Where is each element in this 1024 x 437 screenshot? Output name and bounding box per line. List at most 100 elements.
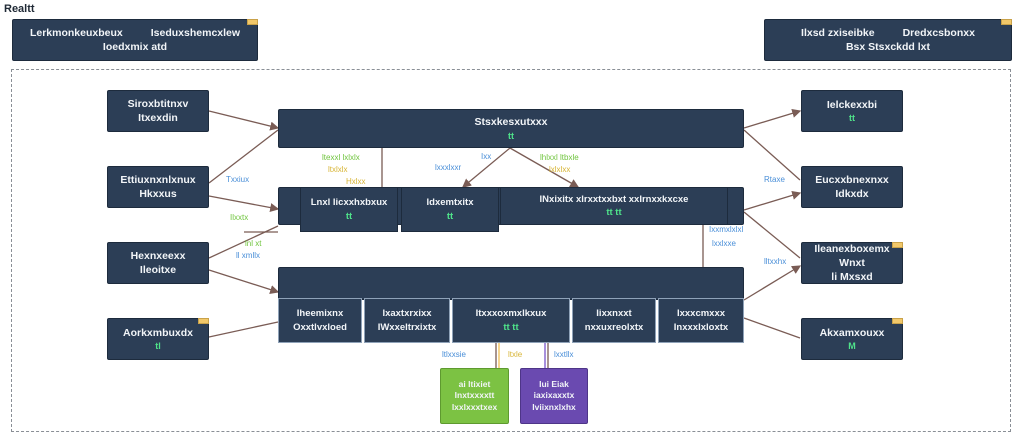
left-node-1-line1: Siroxbtitnxv	[127, 97, 189, 110]
connector-line	[743, 190, 802, 211]
connector-line	[743, 211, 801, 259]
connector-line	[208, 110, 280, 131]
connector-line	[509, 147, 580, 188]
legend-left-text-1: Lerkmonkeuxbeux	[29, 26, 123, 39]
connector-label: lxxxlxxr	[435, 163, 462, 172]
right-node-1-line1: Ielckexxbi	[826, 98, 878, 111]
connector-label: lnl xt	[245, 239, 262, 248]
note-tab-icon	[198, 318, 209, 324]
right-node-2: Eucxxbnexnxx Idkxdx	[801, 166, 903, 208]
right-node-3-line2: li Mxsxd	[831, 271, 873, 284]
bottom-cell-1: Iheemixnx Oxxtlvxloed	[278, 298, 362, 343]
bottom-cell-5: Ixxxcmxxx Inxxxlxloxtx	[658, 298, 744, 343]
left-node-4-line1: Aorkxmbuxdx	[122, 326, 194, 339]
connector-label: Ilxxtx	[230, 213, 249, 222]
system-boundary	[11, 69, 1011, 432]
left-node-3-line2: Ileoitxe	[139, 264, 177, 276]
bottom-cell-3: Itxxxoxmxlkxux tt tt	[452, 298, 570, 343]
bottom-cell-4-line1: Iixxnxxt	[596, 308, 632, 320]
legend-right-text-2: Dredxcsbonxx	[902, 26, 975, 39]
left-node-4: Aorkxmbuxdx tl	[107, 318, 209, 360]
connector-label: Ixx	[481, 152, 492, 161]
status-flag: tt	[508, 130, 514, 141]
middle-cell-2: Idxemtxitx tt	[401, 187, 499, 232]
bottom-cell-5-line1: Ixxxcmxxx	[676, 308, 726, 320]
left-node-1: Siroxbtitnxv Itxexdin	[107, 90, 209, 132]
left-node-2: Ettiuxnxnlxnux Hkxxus	[107, 166, 209, 208]
green-box-line3: lxxlxxxtxex	[451, 401, 498, 412]
connector-label: lhlxxl ltbxle	[540, 153, 579, 162]
right-node-1: Ielckexxbi tt	[801, 90, 903, 132]
connector-label: ltxle	[508, 350, 523, 359]
connector-label: lxxtllx	[554, 350, 574, 359]
legend-right-text-1: Ilxsd zxiseibke	[801, 26, 875, 39]
connector-label: Ixxmxlxlxl	[709, 225, 744, 234]
note-tab-icon	[892, 242, 903, 248]
status-flag: tt	[446, 210, 454, 222]
bottom-cell-2-line1: Ixaxtxrxixx	[382, 308, 432, 320]
left-node-2-line1: Ettiuxnxnlxnux	[120, 173, 196, 186]
legend-box-left: Lerkmonkeuxbeux Iseduxshemcxlew Ioedxmix…	[12, 19, 258, 61]
status-flag: M	[848, 341, 856, 352]
right-node-2-line1: Eucxxbnexnxx	[815, 173, 889, 186]
legend-left-text-3: Ioedxmix atd	[102, 41, 168, 53]
connector-label: lltxxhx	[764, 257, 787, 266]
connector-line	[208, 225, 279, 259]
bottom-cell-1-line1: Iheemixnx	[296, 308, 344, 320]
right-node-3-line1: Ileanexboxemx Wnxt	[814, 242, 890, 269]
connector-label: Txxiux	[226, 175, 250, 184]
bottom-cell-4-line2: nxxuxreolxtx	[584, 321, 644, 333]
top-service-bar: Stsxkesxutxxx tt	[278, 109, 744, 148]
bottom-cell-4: Iixxnxxt nxxuxreolxtx	[572, 298, 656, 343]
bottom-cell-2-line2: IWxxeltrxixtx	[377, 321, 437, 333]
status-flag: tt	[849, 113, 855, 124]
green-box-line2: Inxtxxxxtt	[454, 390, 495, 401]
bottom-cell-5-line2: Inxxxlxloxtx	[673, 321, 729, 333]
connector-line	[743, 265, 802, 301]
status-flag: tt	[345, 210, 353, 222]
green-box-line1: ai ltixiet	[458, 378, 491, 389]
middle-cell-3: INxixitx xlrxxtxxbxt xxIrnxxkxcxe tt tt	[500, 187, 728, 225]
bottom-cell-2: Ixaxtxrxixx IWxxeltrxixtx	[364, 298, 450, 343]
left-node-2-line2: Hkxxus	[139, 188, 177, 200]
left-node-3: Hexnxeexx Ileoitxe	[107, 242, 209, 284]
connector-label: lxlxlxx	[549, 165, 571, 174]
connector-label: Hxlxx	[346, 177, 366, 186]
top-service-label: Stsxkesxutxxx	[474, 116, 548, 129]
note-tab-icon	[247, 19, 258, 25]
legend-box-right: Ilxsd zxiseibke Dredxcsbonxx Bsx Stsxckd…	[764, 19, 1012, 61]
middle-cell-1: Lnxl Iicxxhxbxux tt	[300, 187, 398, 232]
left-node-1-line2: Itxexdin	[138, 112, 178, 124]
bottom-band	[278, 267, 744, 300]
connector-line	[208, 129, 279, 184]
connector-line	[743, 108, 802, 129]
legend-right-text-3: Bsx Stsxckdd lxt	[845, 41, 931, 53]
purple-box-line1: Iui Eiak	[539, 378, 569, 389]
purple-box-line2: iaxixaxxtx	[533, 390, 575, 401]
connector-label: lxxlxxe	[712, 239, 737, 248]
status-flag: tl	[155, 341, 161, 352]
connector-label: ltxlxlx	[328, 165, 348, 174]
purple-data-box: Iui Eiak iaxixaxxtx Iviixnxlxhx	[520, 368, 588, 424]
connector-line	[743, 129, 801, 181]
green-data-box: ai ltixiet Inxtxxxxtt lxxlxxxtxex	[440, 368, 509, 424]
connector-line	[461, 147, 511, 188]
status-flag: tt tt	[503, 321, 519, 333]
left-node-3-line1: Hexnxeexx	[130, 249, 186, 262]
connector-line	[208, 195, 280, 213]
connector-label: ll xmllx	[236, 251, 260, 260]
purple-box-line3: Iviixnxlxhx	[532, 401, 576, 412]
bottom-cell-3-line1: Itxxxoxmxlkxux	[475, 308, 547, 320]
legend-left-text-2: Iseduxshemcxlew	[150, 26, 241, 39]
middle-cell-3-label: INxixitx xlrxxtxxbxt xxIrnxxkxcxe	[539, 193, 689, 205]
note-tab-icon	[1001, 19, 1012, 25]
connector-label: Rtaxe	[764, 175, 785, 184]
middle-cell-2-label: Idxemtxitx	[426, 197, 474, 209]
connector-label: ltlxxsie	[442, 350, 467, 359]
connector-line	[743, 317, 801, 339]
right-node-2-line2: Idkxdx	[835, 188, 869, 200]
bottom-cell-1-line2: Oxxtlvxloed	[293, 321, 347, 333]
connector-line	[208, 269, 280, 294]
right-node-3: Ileanexboxemx Wnxt li Mxsxd	[801, 242, 903, 284]
middle-cell-1-label: Lnxl Iicxxhxbxux	[310, 197, 388, 209]
